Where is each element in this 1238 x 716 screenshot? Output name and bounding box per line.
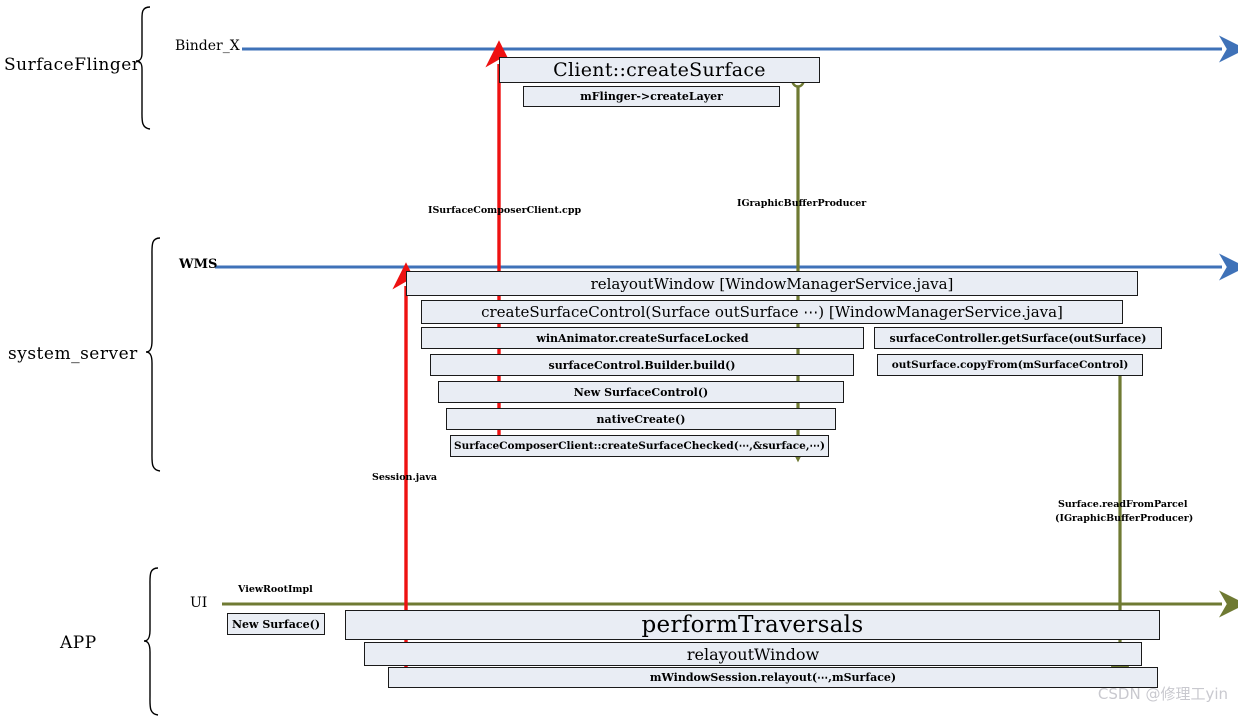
process-label-surfaceflinger: SurfaceFlinger [4, 55, 141, 75]
lane-label-ui: UI [190, 595, 208, 611]
box-native-create[interactable]: nativeCreate() [446, 408, 836, 430]
process-label-system-server: system_server [8, 344, 138, 364]
box-surface-controller-get-surface[interactable]: surfaceController.getSurface(outSurface) [874, 327, 1162, 349]
box-out-surface-copy-from[interactable]: outSurface.copyFrom(mSurfaceControl) [877, 354, 1143, 376]
annotation-surface-read-from-parcel-arg: (IGraphicBufferProducer) [1055, 513, 1194, 524]
brace-app [143, 567, 159, 716]
box-perform-traversals[interactable]: performTraversals [345, 610, 1160, 640]
annotation-session-java: Session.java [372, 472, 438, 483]
box-client-create-surface[interactable]: Client::createSurface [499, 57, 820, 83]
box-surface-composer-client-create-surface-checked[interactable]: SurfaceComposerClient::createSurfaceChec… [450, 435, 829, 457]
lane-note-viewrootimpl: ViewRootImpl [238, 584, 313, 595]
annotation-surface-read-from-parcel: Surface.readFromParcel [1058, 499, 1188, 510]
box-mwindow-session-relayout[interactable]: mWindowSession.relayout(⋯,mSurface) [388, 667, 1158, 688]
lane-label-wms: WMS [179, 257, 218, 272]
brace-system-server [145, 237, 161, 472]
box-new-surface[interactable]: New Surface() [227, 613, 325, 635]
box-relayout-window-wms[interactable]: relayoutWindow [WindowManagerService.jav… [406, 271, 1138, 296]
box-surface-control-builder-build[interactable]: surfaceControl.Builder.build() [430, 354, 854, 376]
box-mflinger-create-layer[interactable]: mFlinger->createLayer [523, 86, 780, 107]
watermark: CSDN @修理工yin [1097, 685, 1228, 703]
box-create-surface-control[interactable]: createSurfaceControl(Surface outSurface … [421, 300, 1123, 324]
box-win-animator-create-surface-locked[interactable]: winAnimator.createSurfaceLocked [421, 327, 864, 349]
annotation-igraphicbufferproducer: IGraphicBufferProducer [737, 198, 867, 209]
annotation-isurfacecomposerclient-cpp: ISurfaceComposerClient.cpp [428, 205, 582, 216]
box-relayout-window-app[interactable]: relayoutWindow [364, 642, 1142, 666]
box-new-surface-control[interactable]: New SurfaceControl() [438, 381, 844, 403]
lane-label-binder-x: Binder_X [175, 38, 240, 54]
process-label-app: APP [60, 633, 97, 653]
